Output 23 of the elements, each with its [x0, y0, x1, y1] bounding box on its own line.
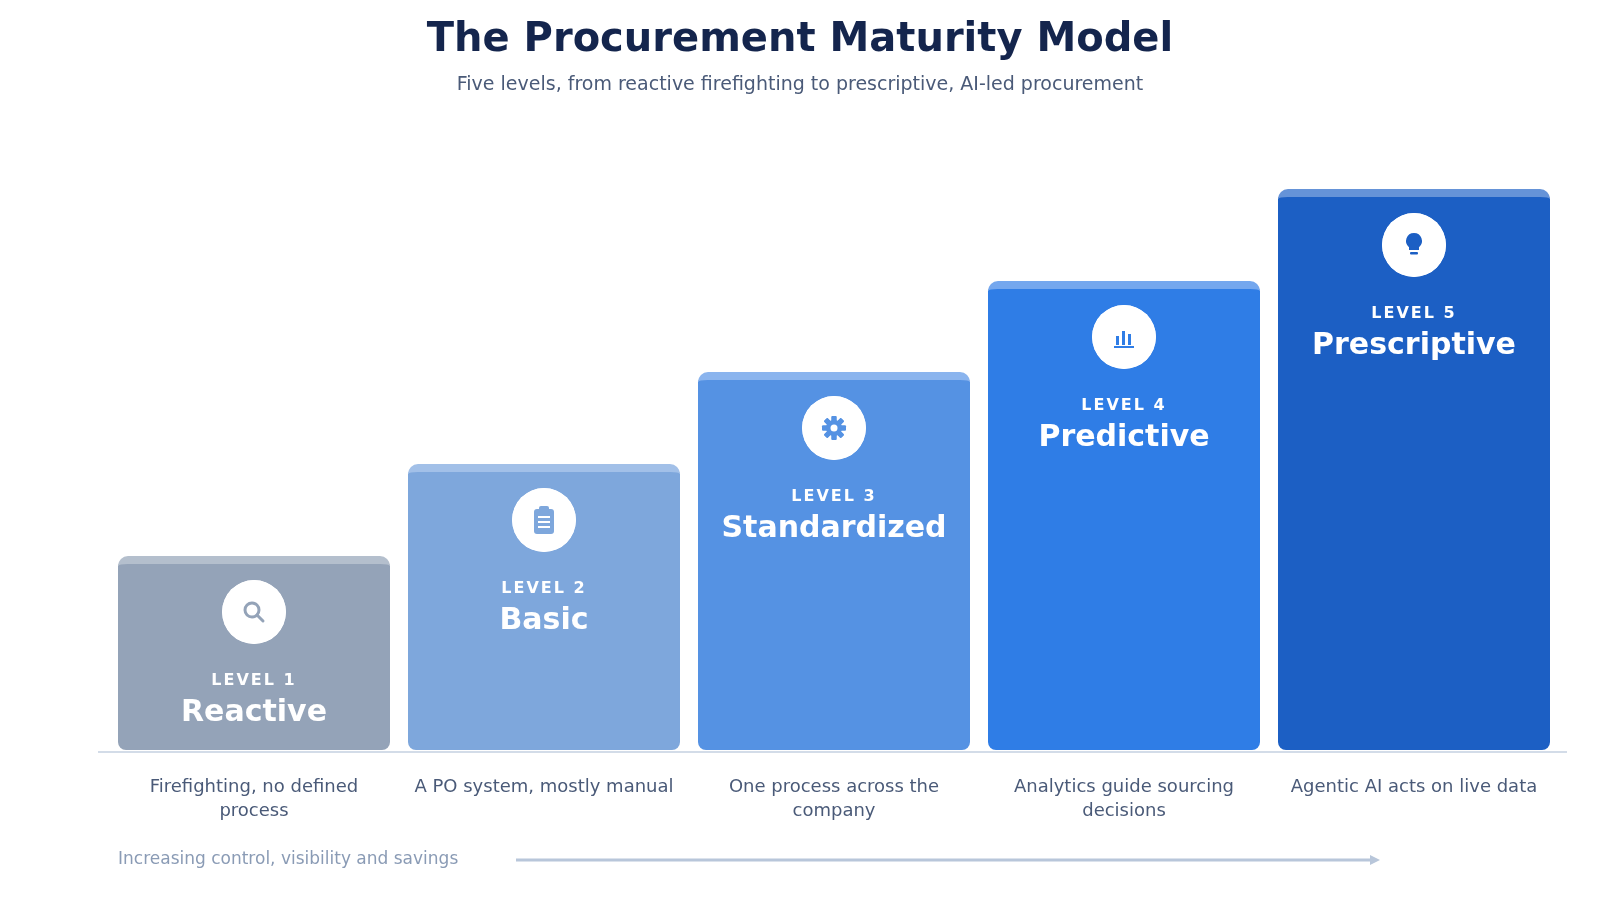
level-name: Basic: [499, 601, 589, 636]
level-bar: [1278, 189, 1550, 750]
level-number: LEVEL 2: [501, 578, 587, 597]
level-bar: [988, 281, 1260, 750]
title: The Procurement Maturity Model: [425, 14, 1175, 60]
level-description: One process across the company: [727, 774, 941, 822]
level-description: A PO system, mostly manual: [413, 774, 675, 798]
level-number: LEVEL 1: [211, 670, 297, 689]
level-bar: [408, 464, 680, 750]
level-name: Reactive: [181, 693, 327, 728]
level-bar: [698, 372, 970, 750]
level-description: Agentic AI acts on live data: [1289, 774, 1539, 798]
level-number: LEVEL 4: [1081, 395, 1167, 414]
level-name: Predictive: [1038, 418, 1210, 453]
subtitle: Five levels, from reactive firefighting to prescriptive, AI-led procurement: [455, 72, 1145, 94]
level-description: Firefighting, no defined process: [148, 774, 360, 822]
level-name: Prescriptive: [1312, 326, 1516, 361]
level-name: Standardized: [721, 509, 947, 544]
level-number: LEVEL 5: [1371, 303, 1457, 322]
level-bar: [118, 556, 390, 750]
level-description: Analytics guide sourcing decisions: [1012, 774, 1236, 822]
level-number: LEVEL 3: [791, 486, 877, 505]
axis-note: Increasing control, visibility and savings: [118, 848, 459, 868]
